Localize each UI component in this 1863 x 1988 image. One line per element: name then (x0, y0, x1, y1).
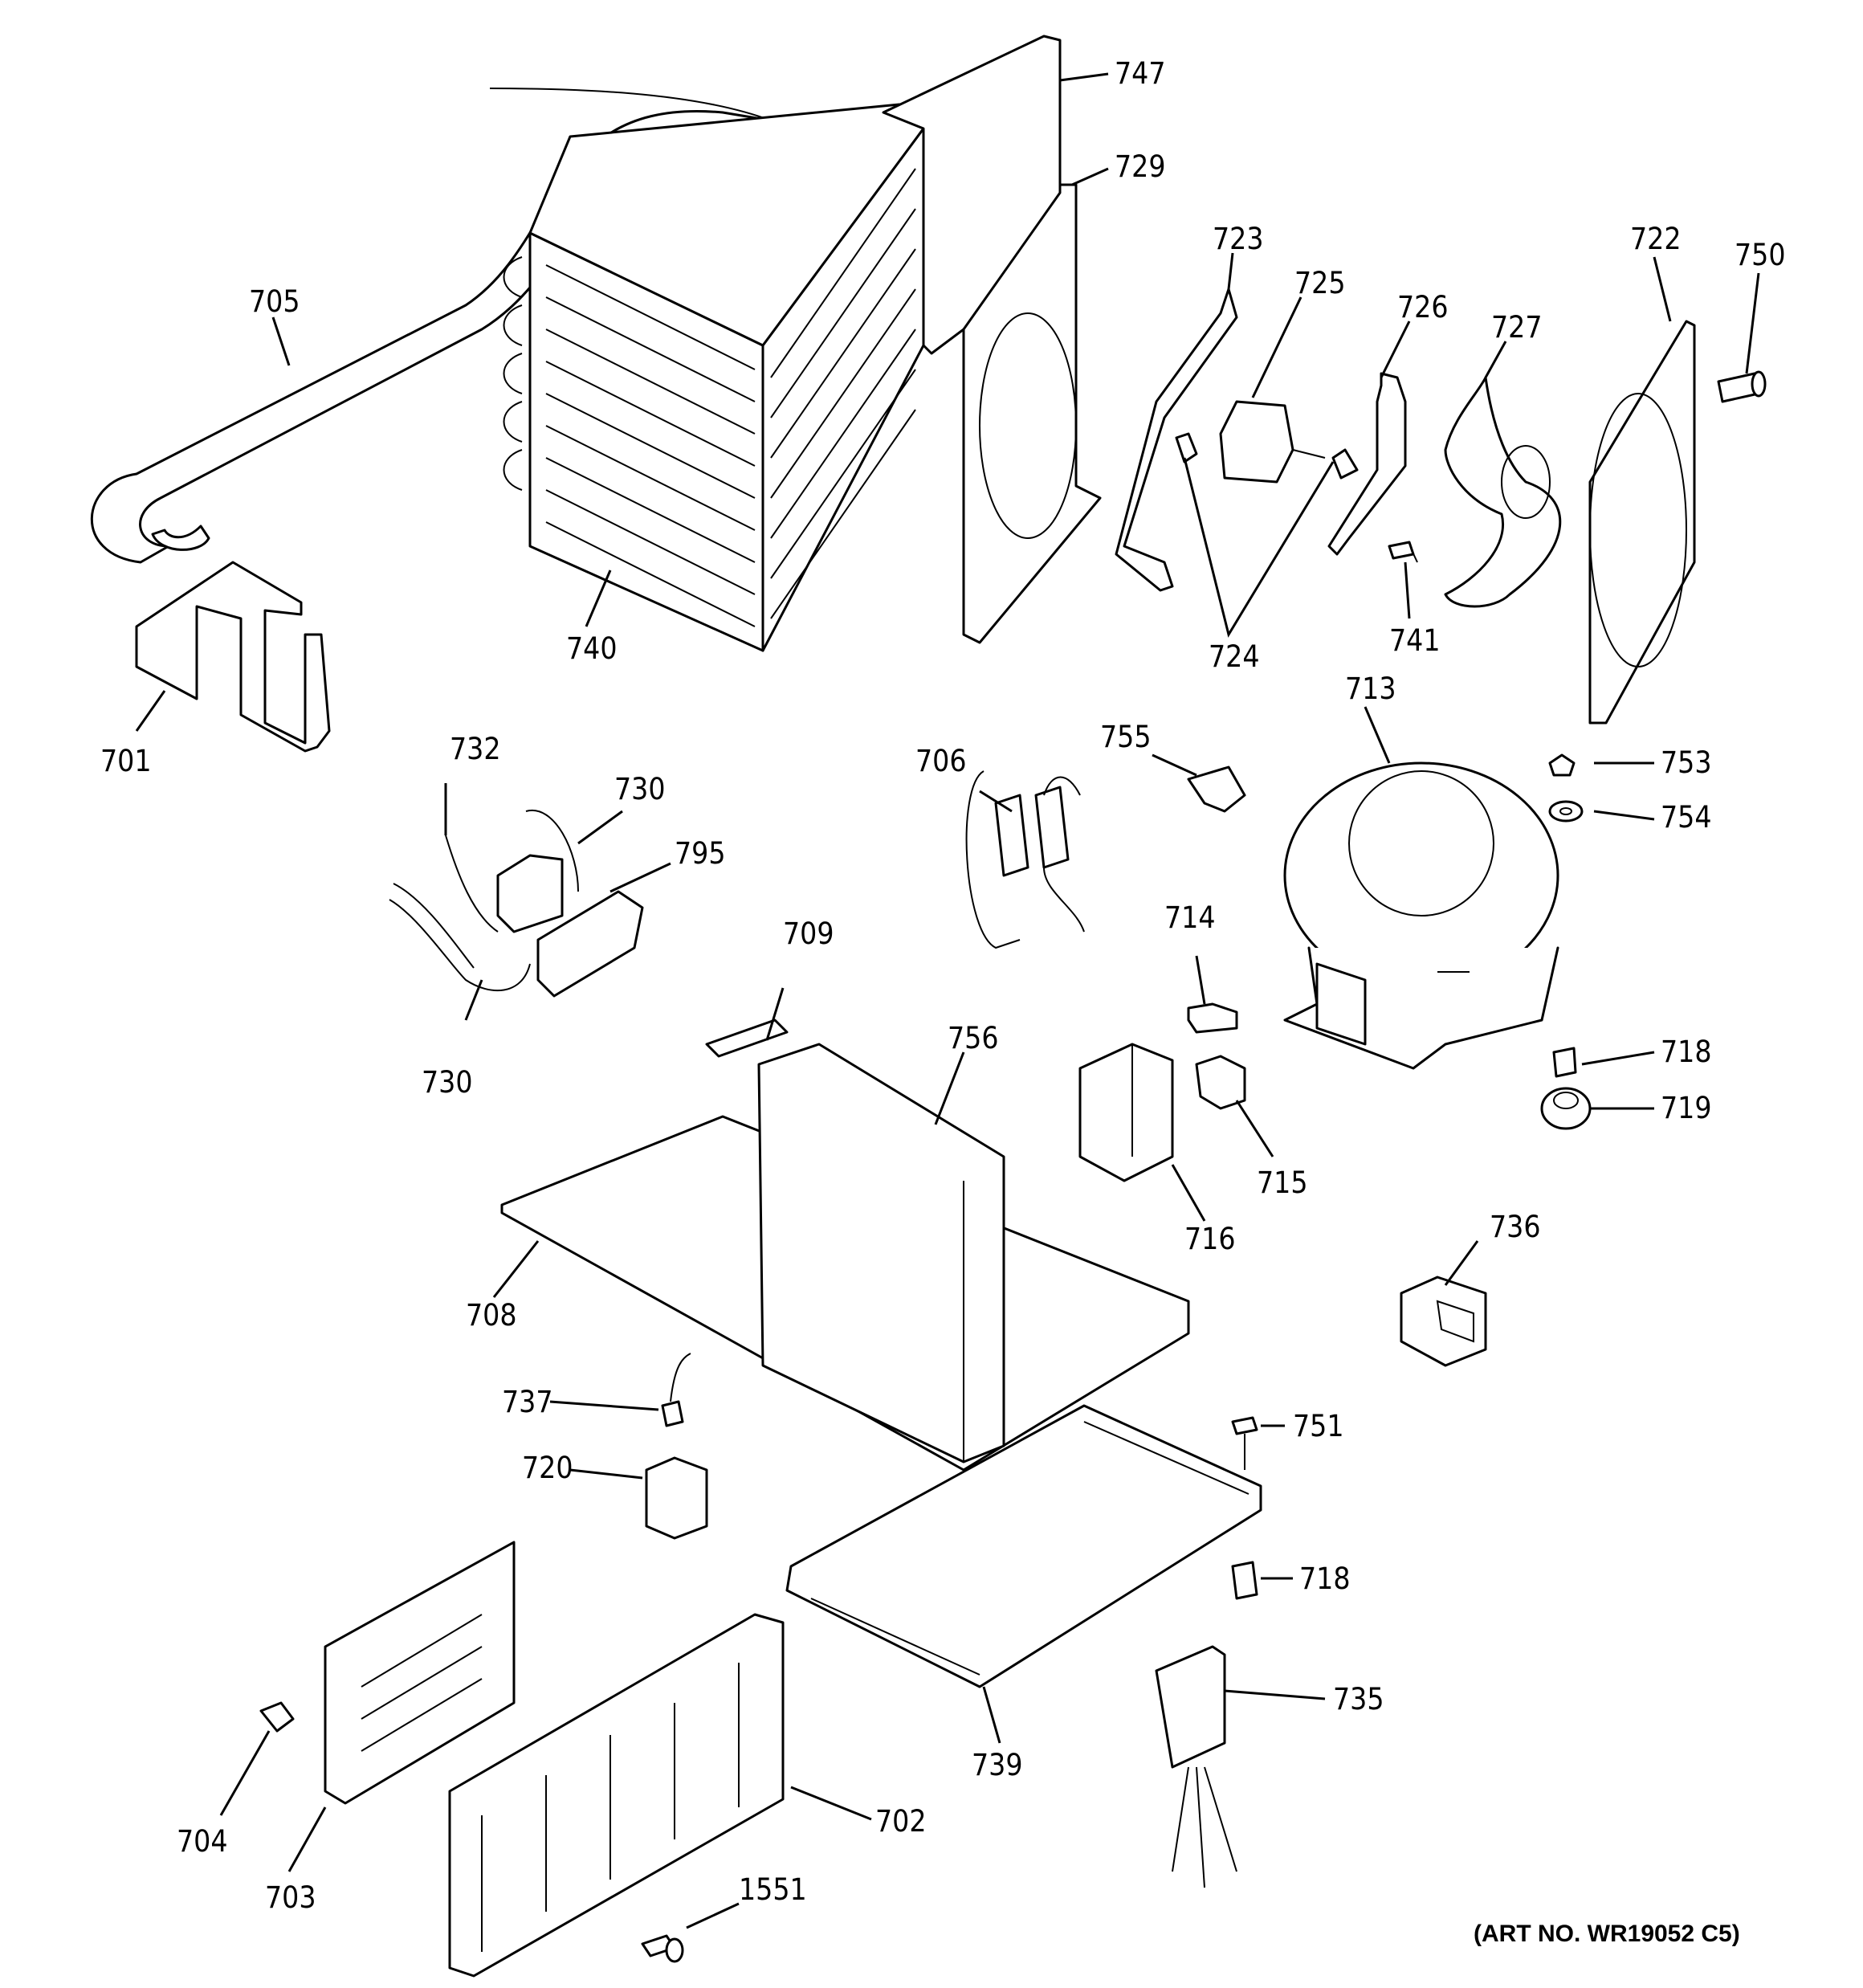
callout-715: 715 (1257, 1165, 1308, 1200)
part-fan-bracket (962, 183, 1102, 644)
callout-705: 705 (249, 284, 300, 319)
part-motor-bracket-2 (1327, 372, 1407, 556)
callout-718-lower: 718 (1299, 1561, 1351, 1596)
callout-747: 747 (1115, 56, 1166, 91)
part-relay (1195, 1055, 1246, 1110)
callout-726: 726 (1397, 290, 1449, 325)
callout-739: 739 (972, 1748, 1023, 1782)
callout-755: 755 (1100, 720, 1152, 754)
part-tape-755 (1187, 765, 1246, 813)
leader-lines (135, 72, 1760, 1929)
callout-741: 741 (1389, 623, 1441, 658)
callout-753: 753 (1661, 745, 1712, 780)
part-grommet-719 (1540, 1087, 1592, 1130)
callout-732: 732 (450, 732, 501, 766)
part-fan-motor (1175, 400, 1359, 484)
part-nut-753 (1548, 753, 1576, 777)
part-overload (1187, 1002, 1238, 1034)
part-condenser (503, 103, 925, 652)
callout-719: 719 (1661, 1091, 1712, 1125)
callout-735: 735 (1333, 1682, 1384, 1717)
callout-756: 756 (948, 1021, 999, 1055)
part-screw-1551 (641, 1934, 684, 1963)
part-capacitor (645, 1456, 708, 1540)
part-bolt-751 (1231, 1416, 1258, 1470)
callout-720: 720 (522, 1451, 573, 1485)
part-motor-bracket (1115, 288, 1238, 592)
part-dryer (965, 770, 1085, 949)
callout-740: 740 (566, 631, 618, 666)
callout-736: 736 (1490, 1210, 1541, 1244)
callout-718: 718 (1661, 1035, 1712, 1069)
callout-704: 704 (177, 1824, 228, 1859)
part-control-board (324, 1541, 516, 1805)
part-screw-750 (1717, 370, 1767, 403)
part-base-pan (500, 1043, 1190, 1472)
callout-730: 730 (614, 772, 666, 806)
callout-795: 795 (675, 836, 726, 871)
part-grommet-718 (1552, 1047, 1577, 1078)
part-fan-blade (1444, 376, 1562, 608)
part-relay-cover (1078, 1043, 1174, 1182)
callout-702: 702 (875, 1804, 927, 1839)
callout-706: 706 (915, 744, 967, 778)
part-board-cover (448, 1613, 785, 1978)
callout-737: 737 (502, 1385, 553, 1419)
callout-754: 754 (1661, 800, 1712, 835)
part-push-pin (259, 1701, 295, 1733)
callout-701: 701 (100, 744, 152, 778)
art-number: (ART NO. WR19052 C5) (1474, 1921, 1740, 1947)
part-tape-709 (705, 1018, 789, 1058)
callout-703: 703 (265, 1880, 316, 1915)
part-washer-754 (1548, 800, 1584, 823)
part-water-valve (389, 809, 644, 998)
callout-716: 716 (1184, 1222, 1236, 1256)
callout-750: 750 (1735, 238, 1786, 272)
callout-725: 725 (1294, 266, 1346, 300)
callout-714: 714 (1164, 900, 1216, 935)
part-switch-736 (1400, 1276, 1487, 1367)
callout-751: 751 (1293, 1409, 1344, 1443)
callout-1551: 1551 (739, 1872, 807, 1907)
part-drain-hose (90, 88, 773, 564)
callout-709: 709 (783, 916, 834, 951)
callout-729: 729 (1115, 149, 1166, 184)
callout-724: 724 (1209, 639, 1260, 674)
callout-labels: 747 729 723 725 726 727 722 750 705 740 … (100, 56, 1786, 1915)
callout-713: 713 (1345, 672, 1396, 706)
callout-722: 722 (1630, 222, 1682, 256)
callout-708: 708 (466, 1298, 517, 1333)
part-fan-shroud (1588, 320, 1696, 725)
part-screw-741 (1388, 541, 1418, 563)
part-bracket (135, 561, 331, 753)
part-power-cord (1155, 1645, 1237, 1888)
part-grommet-718b (1231, 1561, 1258, 1600)
part-clip-737 (661, 1353, 691, 1427)
part-compressor (1283, 761, 1559, 1070)
callout-727: 727 (1491, 310, 1543, 345)
callout-730-lower: 730 (422, 1065, 473, 1100)
callout-723: 723 (1213, 222, 1264, 256)
part-base-rail (785, 1404, 1262, 1688)
